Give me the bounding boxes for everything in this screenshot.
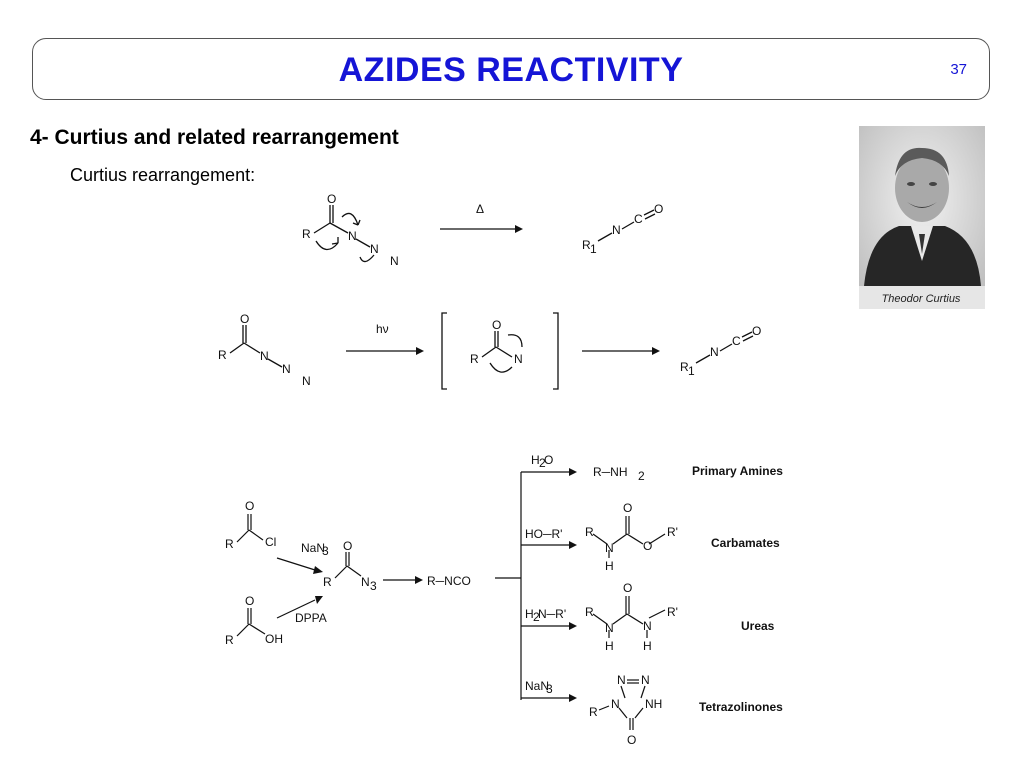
s2-int-r: R [470, 352, 479, 366]
page-number: 37 [950, 61, 967, 78]
s2-n2: N [282, 362, 291, 376]
acyl-azide-n: N [361, 575, 370, 589]
section-subheading: Curtius rearrangement: [70, 165, 256, 185]
branch-reagent-h2o-tail: O [544, 453, 553, 467]
carbamate-r2: R' [667, 525, 678, 539]
s2-n1: N [260, 349, 269, 363]
carbamate-o-top: O [623, 501, 632, 515]
s2-prod-o: O [752, 324, 761, 338]
acyl-azide-sub: 3 [370, 579, 377, 593]
tetrazolinone-n3: N [641, 673, 650, 687]
scheme-thermal-curtius: R O N N N Δ R 1 N C O [302, 192, 663, 268]
tetrazolinone-o: O [627, 733, 636, 747]
s2-r: R [218, 348, 227, 362]
section-heading: 4- Curtius and related rearrangement [30, 126, 399, 149]
s2-prod-sub: 1 [688, 364, 695, 378]
branch-reagent-alcohol: HO─R' [525, 527, 562, 541]
s2-prod-n: N [710, 345, 719, 359]
label-ureas: Ureas [741, 619, 775, 633]
label-tetrazolinones: Tetrazolinones [699, 700, 783, 714]
acid-oh: OH [265, 632, 283, 646]
s2-prod-r: R [680, 360, 689, 374]
s1-r: R [302, 227, 311, 241]
scheme-photo-curtius: R O N N N hν R O N R 1 N C O [218, 312, 761, 390]
tetrazolinone-nh: NH [645, 697, 662, 711]
acyl-chloride-r: R [225, 537, 234, 551]
s1-prod-n: N [612, 223, 621, 237]
branch-reagent-amine-sub: 2 [533, 610, 540, 624]
title-box: AZIDES REACTIVITY 37 [32, 38, 990, 100]
s2-int-o: O [492, 318, 501, 332]
branch-reagent-amine: H [525, 607, 534, 621]
reagent-dppa: DPPA [295, 611, 327, 625]
isocyanate: R─NCO [427, 574, 471, 588]
carbamate-h: H [605, 559, 614, 573]
s1-prod-sub: 1 [590, 242, 597, 256]
tetrazolinone-n1: N [611, 697, 620, 711]
acid-o: O [245, 594, 254, 608]
carbamate-o: O [643, 539, 652, 553]
s1-n2: N [370, 242, 379, 256]
s1-prod-c: C [634, 212, 643, 226]
portrait-signature: Theodor Curtius [882, 293, 961, 305]
label-carbamates: Carbamates [711, 536, 780, 550]
reagent-nan3: NaN [301, 541, 325, 555]
tetrazolinone-r: R [589, 705, 598, 719]
urea-h1: H [605, 639, 614, 653]
acid-r: R [225, 633, 234, 647]
acyl-chloride-cl: Cl [265, 535, 276, 549]
carbamate-r: R [585, 525, 594, 539]
amine-product-sub: 2 [638, 469, 645, 483]
scheme-applications: R O Cl R O OH NaN 3 DPPA R O N 3 R─NCO H… [225, 453, 783, 747]
s2-n3: N [302, 374, 311, 388]
urea-n2: N [643, 619, 652, 633]
s2-o: O [240, 312, 249, 326]
urea-r2: R' [667, 605, 678, 619]
s1-prod-r: R [582, 238, 591, 252]
s1-o: O [327, 192, 336, 206]
branch-reagent-amine-tail: N─R' [538, 607, 566, 621]
s2-prod-c: C [732, 334, 741, 348]
urea-n1: N [605, 621, 614, 635]
s2-arrow-label: hν [376, 322, 389, 336]
urea-o: O [623, 581, 632, 595]
label-primary-amines: Primary Amines [692, 464, 783, 478]
tetrazolinone-n2: N [617, 673, 626, 687]
acyl-azide-r: R [323, 575, 332, 589]
acyl-chloride-o: O [245, 499, 254, 513]
s2-int-n: N [514, 352, 523, 366]
acyl-azide-o: O [343, 539, 352, 553]
urea-h2: H [643, 639, 652, 653]
amine-product: R─NH [593, 465, 628, 479]
s1-n3: N [390, 254, 399, 268]
s1-prod-o: O [654, 202, 663, 216]
branch-reagent-nan3-sub: 3 [546, 682, 553, 696]
branch-reagent-h2o: H [531, 453, 540, 467]
s1-n1: N [348, 229, 357, 243]
urea-r: R [585, 605, 594, 619]
s1-arrow-label: Δ [476, 202, 484, 216]
reagent-nan3-sub: 3 [322, 544, 329, 558]
slide-title: AZIDES REACTIVITY [338, 51, 684, 89]
portrait-photo: Theodor Curtius [859, 126, 985, 309]
branch-reagent-h2o-sub: 2 [539, 456, 546, 470]
carbamate-n: N [605, 541, 614, 555]
branch-reagent-nan3: NaN [525, 679, 549, 693]
